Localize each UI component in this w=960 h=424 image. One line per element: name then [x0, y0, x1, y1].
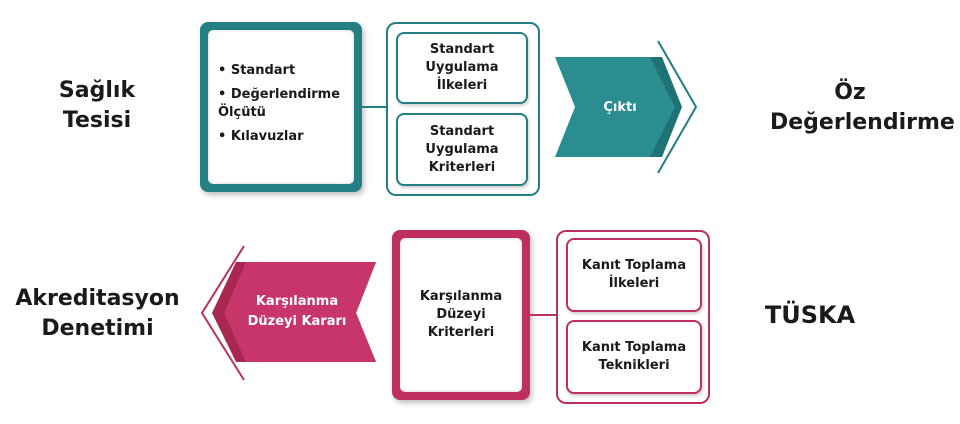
standards-list: Standart Değerlendirme Ölçütü Kılavuzlar	[218, 62, 354, 152]
chevron-shape	[224, 262, 376, 362]
criteria-box: Karşılanma Düzeyi Kriterleri	[392, 230, 530, 400]
oz-degerlendirme-label: Öz Değerlendirme	[770, 80, 955, 135]
chevron-outline	[657, 40, 698, 174]
connector-line	[362, 106, 386, 108]
chevron-shape	[555, 57, 675, 157]
akreditasyon-denetimi-label: Akreditasyon Denetimi	[15, 286, 180, 341]
box-uygulama-kriterleri: Standart Uygulama Kriterleri	[396, 113, 528, 186]
tuska-label: TÜSKA	[764, 301, 856, 329]
output-arrow	[555, 40, 698, 174]
box-uygulama-ilkeleri: Standart Uygulama İlkeleri	[396, 32, 528, 104]
decision-arrow	[200, 245, 376, 381]
output-label: Çıktı	[603, 99, 637, 115]
standards-box: Standart Değerlendirme Ölçütü Kılavuzlar	[200, 22, 362, 192]
decision-label: Karşılanma Düzeyi Kararı	[247, 294, 347, 329]
bullet-item: Kılavuzlar	[218, 128, 354, 146]
box-kanit-teknikleri: Kanıt Toplama Teknikleri	[566, 320, 702, 394]
saglik-tesisi-label: Sağlık Tesisi	[58, 78, 136, 133]
bullet-item: Standart	[218, 62, 354, 80]
connector-line	[530, 314, 556, 316]
box-kanit-ilkeleri: Kanıt Toplama İlkeleri	[566, 238, 702, 312]
criteria-text: Karşılanma Düzeyi Kriterleri	[400, 238, 522, 392]
chevron-outline	[200, 245, 245, 381]
bullet-item: Değerlendirme Ölçütü	[218, 86, 354, 122]
